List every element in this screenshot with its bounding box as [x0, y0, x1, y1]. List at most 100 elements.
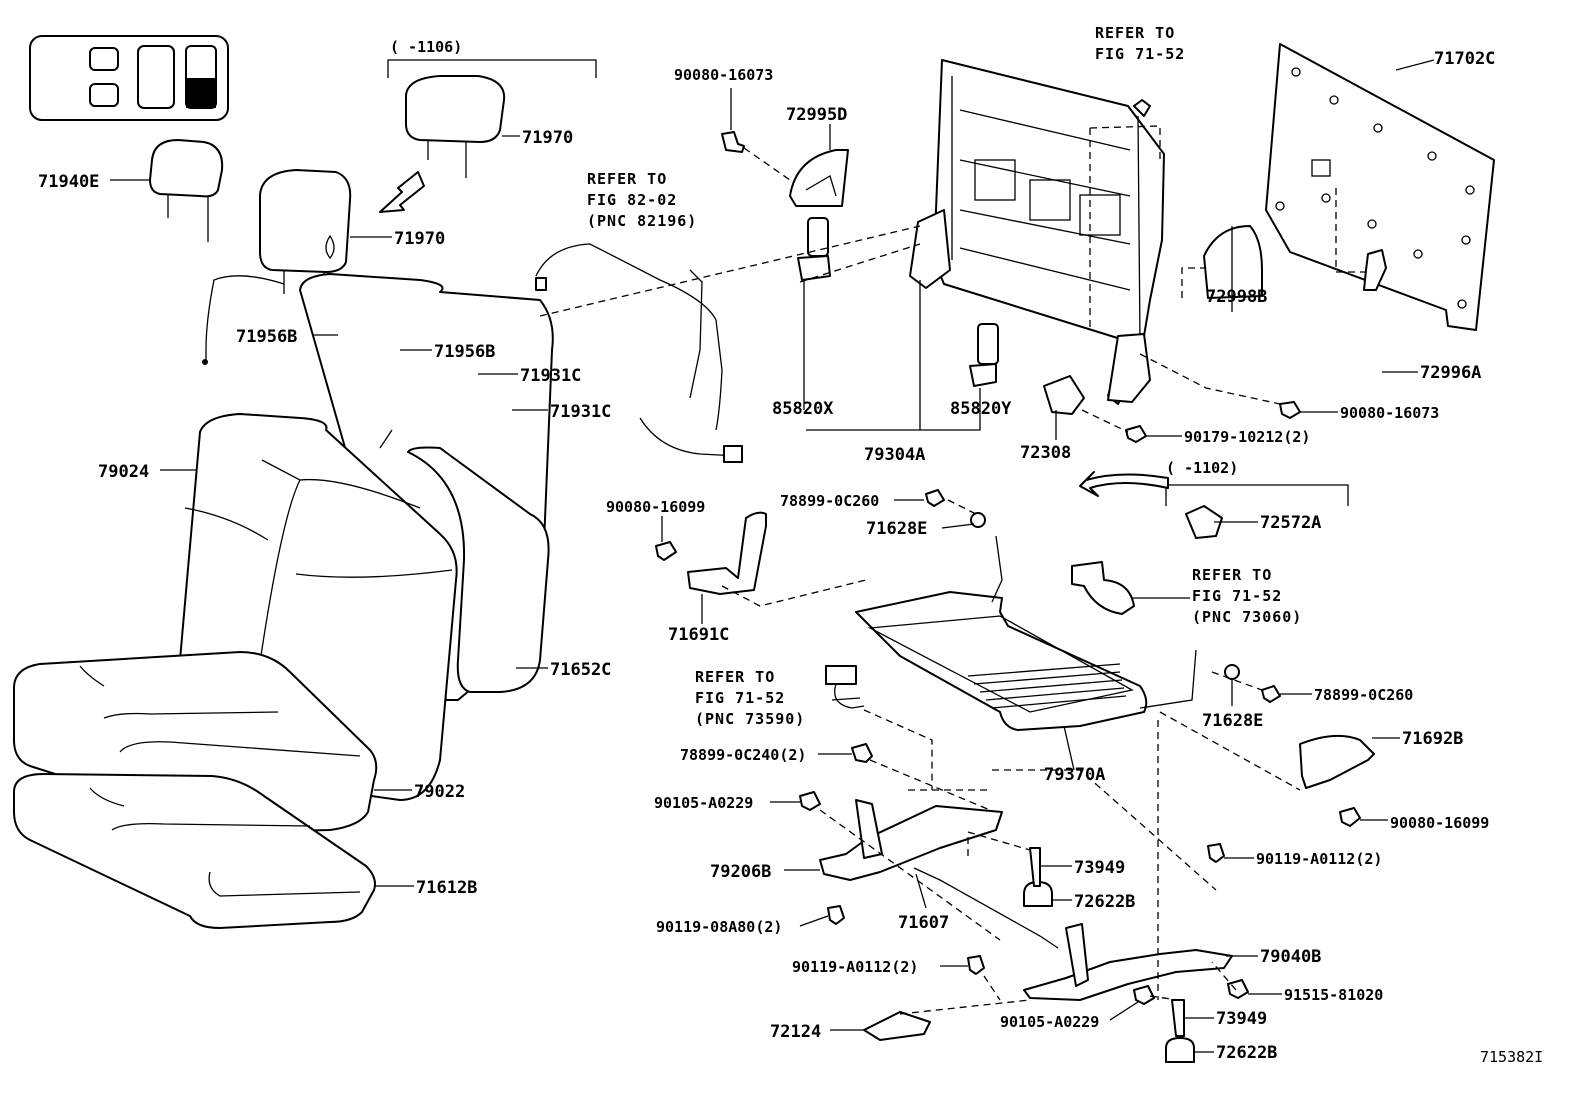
seatbelt-73060	[1071, 561, 1135, 615]
bolt-78899-0C260-top	[925, 489, 945, 507]
label-71970-mid: 71970	[394, 229, 445, 249]
bolt-90080-16073-top	[721, 131, 745, 153]
bushing-71628E-top	[970, 512, 986, 528]
svg-text:( -1102): ( -1102)	[1166, 459, 1238, 477]
label-71956B-a: 71956B	[236, 327, 297, 347]
clip-icon	[1133, 99, 1151, 117]
seatback-frame-79304A	[909, 59, 1165, 405]
date-range-bracket: ( -1102)	[1165, 459, 1349, 506]
part-labels: 71940E 71970 71970 71956B 71956B 71931C …	[38, 49, 1495, 1063]
label-72996A: 72996A	[1420, 363, 1481, 383]
arrow-icon-curved	[1079, 471, 1169, 497]
bolt-78899-0C240	[851, 743, 873, 763]
label-79024: 79024	[98, 462, 149, 482]
motor-85820X	[797, 217, 831, 281]
bolt-90105-A0229-left	[799, 791, 821, 811]
pin-73949-bottom	[1171, 999, 1185, 1037]
label-72308: 72308	[1020, 443, 1071, 463]
label-91515-81020: 91515-81020	[1284, 986, 1383, 1004]
label-71628E-top: 71628E	[866, 519, 927, 539]
seat-cushion-71612B	[13, 773, 376, 929]
diagram-id: 715382I	[1480, 1048, 1543, 1066]
label-90119-A0112-right: 90119-A0112(2)	[1256, 850, 1382, 868]
seat-leg-79206B	[819, 799, 1003, 881]
svg-text:FIG 82-02: FIG 82-02	[587, 191, 677, 209]
motor-85820Y	[969, 323, 999, 387]
label-90080-16073-right: 90080-16073	[1340, 404, 1439, 422]
cover-72124	[863, 1011, 931, 1041]
label-71940E: 71940E	[38, 172, 99, 192]
svg-text:(PNC 73060): (PNC 73060)	[1192, 608, 1302, 626]
label-72995D: 72995D	[786, 105, 847, 125]
label-71612B: 71612B	[416, 878, 477, 898]
label-79370A: 79370A	[1044, 765, 1105, 785]
label-72124: 72124	[770, 1022, 821, 1042]
seatback-cover-71652C	[299, 273, 554, 701]
svg-text:REFER TO: REFER TO	[587, 170, 667, 188]
svg-text:REFER TO: REFER TO	[1095, 24, 1175, 42]
hinge-72308	[1043, 375, 1085, 415]
reference-fig-71-52-belt: REFER TO FIG 71-52 (PNC 73060)	[1192, 566, 1302, 626]
label-90080-16073-top: 90080-16073	[674, 66, 773, 84]
label-90080-16099-left: 90080-16099	[606, 498, 705, 516]
buckle-73590	[825, 665, 865, 709]
label-85820X: 85820X	[772, 399, 834, 419]
seat-leg-79040B	[1023, 923, 1233, 1001]
label-72622B-mid: 72622B	[1074, 892, 1135, 912]
label-79304A: 79304A	[864, 445, 925, 465]
bolt-91515-81020	[1227, 979, 1249, 999]
label-71692B: 71692B	[1402, 729, 1463, 749]
bolt-90080-16099-right	[1339, 807, 1361, 827]
svg-text:(PNC 73590): (PNC 73590)	[695, 710, 805, 728]
headrest-71940E	[149, 139, 224, 242]
bracket-72996A	[1363, 249, 1387, 291]
cover-72995D	[789, 149, 849, 207]
reference-fig-71-52-top: REFER TO FIG 71-52	[1095, 24, 1185, 63]
date-range-headrest: ( -1106)	[387, 38, 597, 78]
seatback-board-71702C	[1265, 43, 1495, 331]
headrest-71970-mid	[202, 169, 352, 365]
svg-text:FIG 71-52: FIG 71-52	[1095, 45, 1185, 63]
label-90080-16099-right: 90080-16099	[1390, 814, 1489, 832]
reference-fig-71-52-buckle: REFER TO FIG 71-52 (PNC 73590)	[695, 668, 805, 728]
label-71691C: 71691C	[668, 625, 729, 645]
cover-71692B	[1299, 734, 1375, 789]
label-71702C: 71702C	[1434, 49, 1495, 69]
bolt-90080-16099-left	[655, 541, 677, 561]
label-79022: 79022	[414, 782, 465, 802]
label-78899-0C260-top: 78899-0C260	[780, 492, 879, 510]
label-71652C: 71652C	[550, 660, 611, 680]
svg-text:FIG 71-52: FIG 71-52	[695, 689, 785, 707]
bolt-78899-0C260-right	[1261, 685, 1281, 703]
arrow-icon	[379, 171, 425, 213]
label-73949-bottom: 73949	[1216, 1009, 1267, 1029]
label-90119-A0112-left: 90119-A0112(2)	[792, 958, 918, 976]
label-90105-A0229-bottom: 90105-A0229	[1000, 1013, 1099, 1031]
svg-text:REFER TO: REFER TO	[695, 668, 775, 686]
bolt-90119-A0112-right	[1207, 843, 1225, 863]
bolt-90119-08A80	[827, 905, 845, 925]
label-90179-10212: 90179-10212(2)	[1184, 428, 1310, 446]
bushing-71628E-right	[1224, 664, 1240, 680]
harness-82196	[535, 243, 743, 463]
label-71607: 71607	[898, 913, 949, 933]
cushion-frame-79370A	[855, 535, 1197, 731]
bracket-72572A	[1185, 505, 1223, 539]
rod-71607	[913, 867, 1059, 949]
svg-text:(PNC 82196): (PNC 82196)	[587, 212, 697, 230]
label-73949-mid: 73949	[1074, 858, 1125, 878]
label-71970-top: 71970	[522, 128, 573, 148]
stopper-72622B-bottom	[1165, 1037, 1195, 1063]
bolt-90179-10212	[1125, 425, 1147, 443]
label-85820Y: 85820Y	[950, 399, 1012, 419]
bolt-90105-A0229-bottom	[1133, 985, 1155, 1005]
reference-fig-82-02: REFER TO FIG 82-02 (PNC 82196)	[587, 170, 697, 230]
bracket-71691C	[687, 511, 767, 595]
svg-text:FIG 71-52: FIG 71-52	[1192, 587, 1282, 605]
svg-text:( -1106): ( -1106)	[390, 38, 462, 56]
bolt-90080-16073-right	[1279, 401, 1301, 419]
label-90119-08A80: 90119-08A80(2)	[656, 918, 782, 936]
label-90105-A0229-left: 90105-A0229	[654, 794, 753, 812]
label-71931C-b: 71931C	[550, 402, 611, 422]
headrest-71970-top	[405, 75, 506, 178]
